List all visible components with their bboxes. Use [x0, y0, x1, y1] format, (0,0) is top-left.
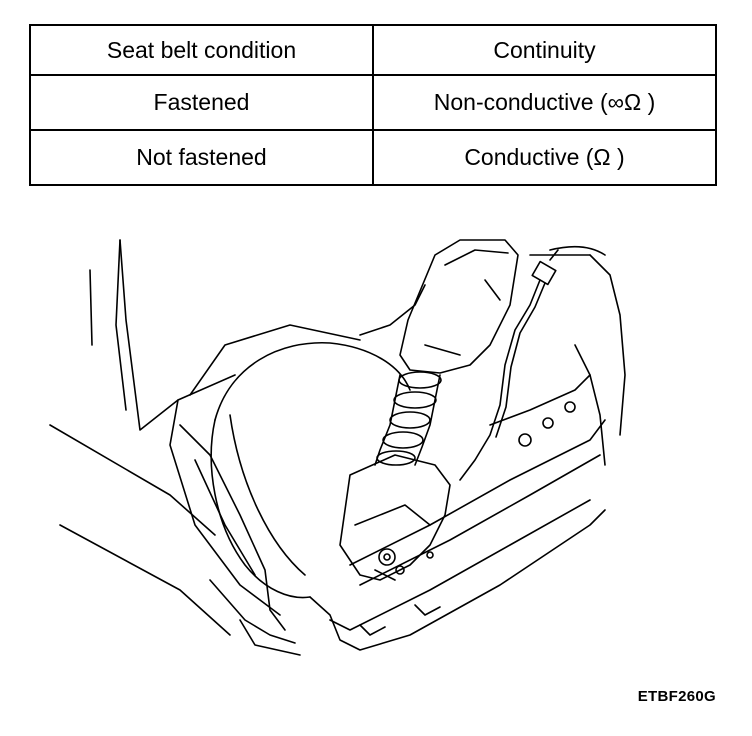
- cell-continuity-fastened: Non-conductive (∞Ω ): [372, 74, 717, 131]
- seat-belt-buckle-illustration: [49, 239, 626, 656]
- cell-condition-fastened: Fastened: [29, 74, 374, 131]
- table-row: Fastened Non-conductive (∞Ω ): [29, 74, 717, 131]
- cell-condition-not-fastened: Not fastened: [29, 129, 374, 186]
- buckle-neck: [374, 371, 442, 466]
- table-row: Not fastened Conductive (Ω ): [29, 129, 717, 186]
- buckle-bracket: [339, 454, 451, 581]
- seat-rail: [309, 245, 626, 651]
- header-seat-belt-condition: Seat belt condition: [29, 24, 374, 76]
- seat-cushion: [179, 284, 426, 656]
- table-header-row: Seat belt condition Continuity: [29, 24, 717, 76]
- header-continuity: Continuity: [372, 24, 717, 76]
- continuity-table: Seat belt condition Continuity Fastened …: [29, 24, 717, 186]
- buckle-head: [399, 239, 519, 374]
- seat-back: [49, 239, 361, 636]
- figure-code: ETBF260G: [637, 688, 716, 705]
- harness-wire: [459, 249, 559, 481]
- cell-continuity-not-fastened: Conductive (Ω ): [372, 129, 717, 186]
